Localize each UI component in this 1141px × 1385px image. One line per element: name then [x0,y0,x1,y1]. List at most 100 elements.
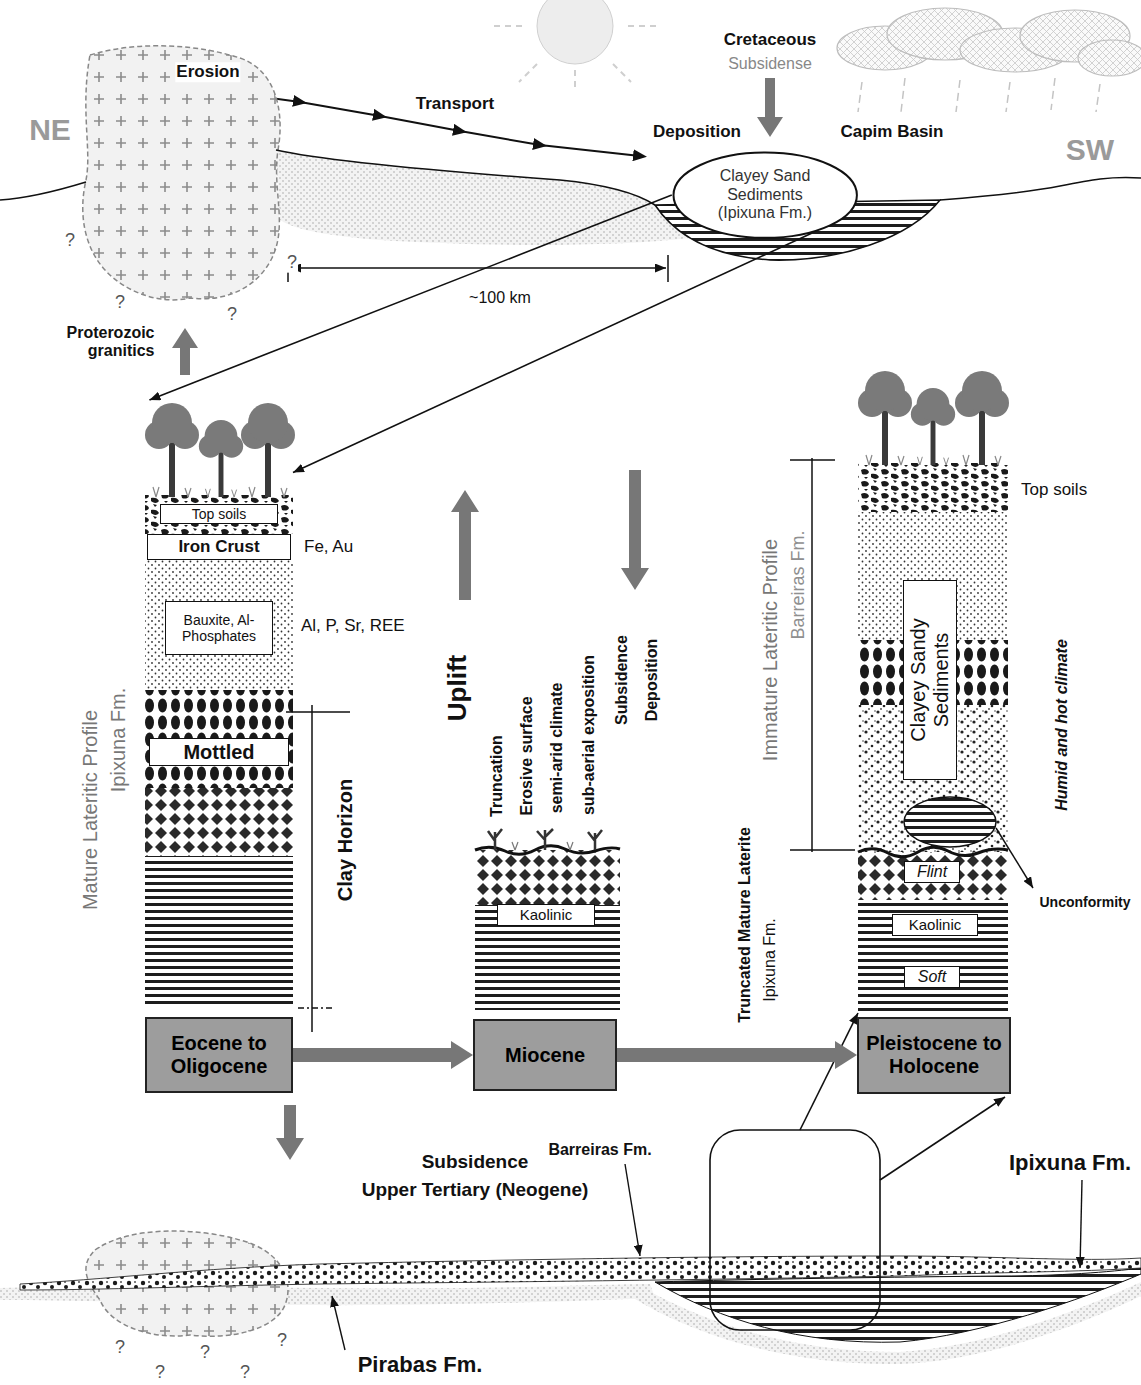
node-text: Top soils [192,506,246,522]
uplift-arrow [451,490,479,600]
left-profile-layers [145,856,293,1006]
time-arrow [617,1048,837,1062]
node-text: Clayey Sand Sediments (Ipixuna Fm.) [705,167,825,222]
bracket [790,458,855,852]
dimension-line [667,255,669,282]
bracket [311,705,313,1032]
uncertainty-mark: ? [114,292,126,313]
rain [858,78,1100,112]
leader-arrow [996,828,1033,888]
right-profile-layers [858,900,1008,1012]
process-label: Deposition [643,638,661,723]
landscape-section [0,1130,1141,1364]
right-profile-layers [858,847,1008,857]
subsidence-arrow [621,470,649,590]
horizon-box: Kaolinic [497,904,595,925]
formation-label: Pirabas Fm. [357,1352,484,1377]
subsidence-arrow [757,78,783,137]
landscape-section [20,1256,1141,1290]
leader-arrow [332,1296,345,1350]
middle-profile-layers [475,850,620,906]
landscape-section [655,1268,1141,1342]
right-profile-layers [911,388,955,465]
period-label: Upper Tertiary (Neogene) [361,1179,590,1201]
left-profile-layers [145,403,199,497]
sun [492,0,658,88]
orientation-label: SW [1065,133,1115,168]
process-label: Subsidence [613,634,631,726]
time-arrow [293,1048,453,1062]
profile-label: Truncated Mature Laterite [736,826,754,1024]
node-text: Flint [917,863,947,881]
sediment-box: Clayey Sandy Sediments [903,580,957,780]
rain [858,82,862,112]
rain [1096,84,1100,112]
horizon-box: Iron Crust [147,534,291,560]
left-profile-layers [145,690,293,788]
process-label: Uplift [443,654,473,722]
rain [901,78,905,112]
rain-cloud [1078,40,1141,76]
node-text: Clayey Sandy Sediments [907,587,953,773]
period-label: Cretaceous [723,30,818,50]
bracket [286,711,350,713]
uncertainty-mark: ? [64,230,76,251]
landscape-section [0,46,1141,300]
horizon-box: Bauxite, Al-Phosphates [165,601,273,655]
horizon-box: Mottled [149,738,289,766]
landscape-section [276,150,690,245]
rain [1051,78,1055,110]
zoom-line [800,1013,858,1130]
landscape-section [940,177,1141,200]
feature-label: Unconformity [1039,894,1132,910]
horizon-box: Flint [904,861,960,883]
uplift-arrow [172,328,198,375]
left-profile-layers [145,788,293,856]
node-text: Soft [918,968,946,986]
sun [574,70,576,88]
process-label: Erosion [175,62,240,82]
element-label: Fe, Au [303,537,354,557]
leader-arrow [625,1164,640,1256]
node-text: Eocene to Oligocene [153,1032,285,1078]
left-profile-layers [145,403,295,1006]
uncertainty-mark: ? [114,1337,126,1358]
landscape-section [0,182,86,200]
uncertainty-mark: ? [276,1330,288,1351]
uncertainty-mark: ? [226,304,238,325]
zoom-line [800,1013,1005,1180]
dimension-line [288,255,668,282]
middle-profile-layers [475,846,620,855]
rain-cloud [837,8,1141,76]
climate-label: Humid and hot climate [1053,638,1071,812]
basin-zoom-ellipse: Clayey Sand Sediments (Ipixuna Fm.) [672,151,858,239]
sun [537,0,613,64]
process-label: Subsidense [727,55,813,73]
horizon-label: Clay Horizon [334,778,357,902]
leader-arrow [1080,1180,1082,1268]
horizon-label: Top soils [1020,480,1088,500]
right-profile-layers [858,852,1008,902]
basin-label: Capim Basin [840,122,945,142]
middle-profile-layers [488,829,602,850]
age-box: Miocene [473,1019,617,1091]
node-text: Kaolinic [520,906,573,923]
subsidence-arrow [276,1105,304,1160]
left-profile-layers [241,403,295,497]
horizon-box: Top soils [160,504,278,524]
age-box: Pleistocene to Holocene [857,1017,1011,1094]
sun [519,64,537,82]
node-text: Ipixuna Fm. [107,688,130,792]
zoom-line [149,195,671,400]
middle-profile-layers [475,829,620,1010]
orientation-label: NE [28,113,72,148]
right-profile-layers [858,371,1009,1012]
node-text: Iron Crust [178,537,259,557]
right-profile-layers [955,371,1009,465]
node-text: Kaolinic [909,916,962,933]
right-profile-layers [858,463,1008,512]
formation-label: Ipixuna Fm. [1008,1150,1132,1175]
